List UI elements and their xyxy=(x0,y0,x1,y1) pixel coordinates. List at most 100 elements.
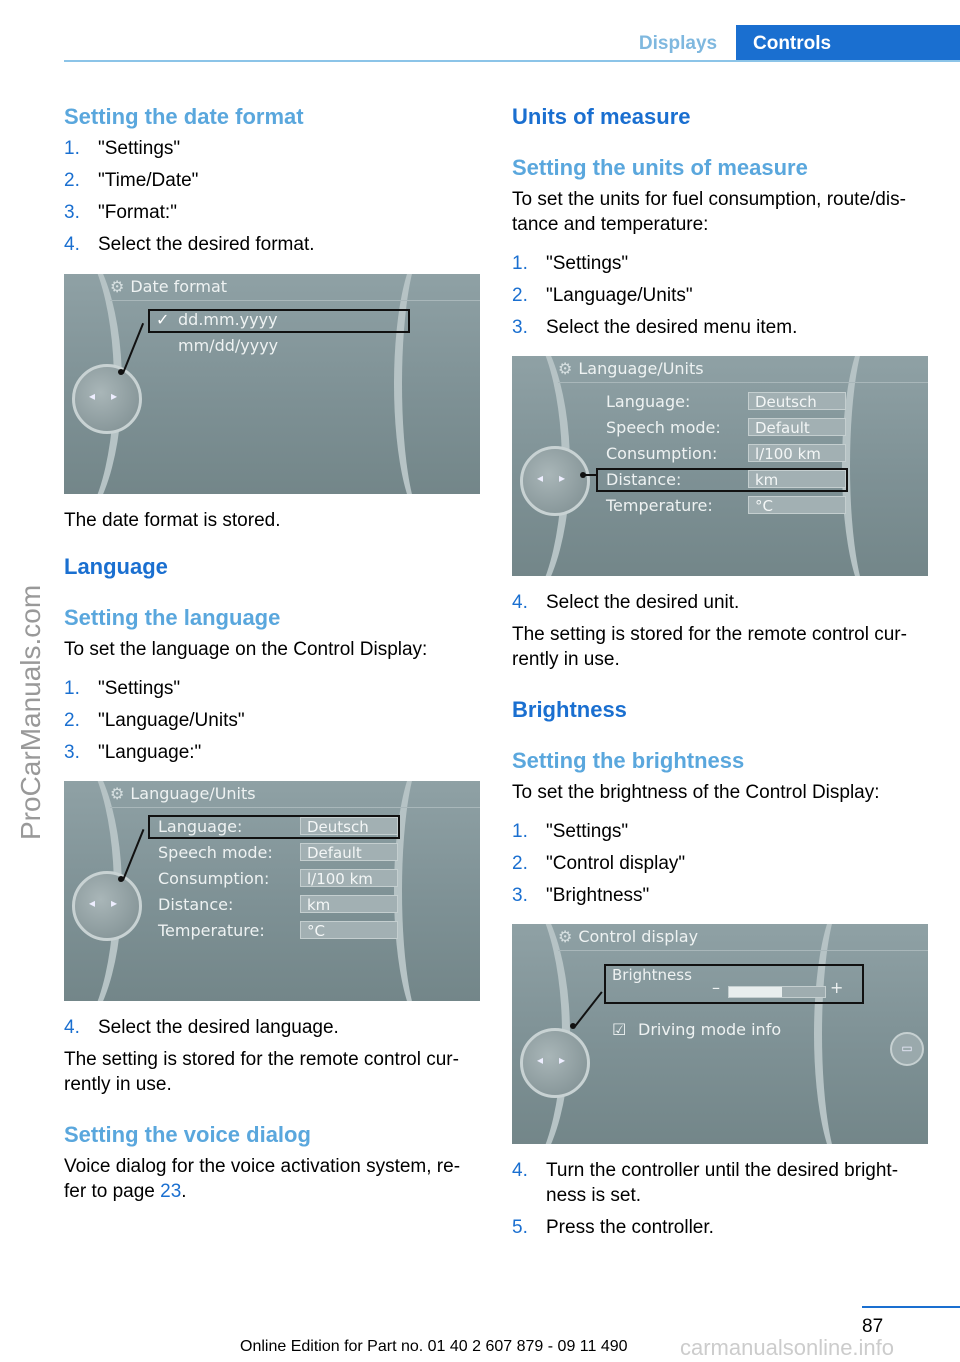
setting-label[interactable]: Language: xyxy=(158,817,243,836)
screen-title-text: Language/Units xyxy=(578,359,704,378)
step-number: 4. xyxy=(64,1017,80,1038)
setting-label[interactable]: Speech mode: xyxy=(606,418,721,437)
step-number: 2. xyxy=(512,853,528,874)
arrow-left-icon: ◂ xyxy=(89,389,96,403)
setting-value: Default xyxy=(300,843,398,862)
step-number: 4. xyxy=(512,592,528,613)
arrow-left-icon: ◂ xyxy=(537,471,544,485)
step-text: "Control display" xyxy=(546,853,686,874)
step-text: "Settings" xyxy=(98,678,181,699)
list-item: 2. "Control display" xyxy=(512,851,928,876)
screen-title: ⚙Control display xyxy=(558,924,928,951)
setting-value: Default xyxy=(748,418,846,437)
plus-icon[interactable]: + xyxy=(830,978,844,997)
pointer-line xyxy=(574,991,603,1028)
list-item: 1."Settings" xyxy=(512,251,928,276)
setting-label[interactable]: Language: xyxy=(606,392,691,411)
step-number: 1. xyxy=(512,821,528,842)
step-text: "Time/Date" xyxy=(98,170,199,191)
setting-value: km xyxy=(748,470,846,489)
list-item: 3."Brightness" xyxy=(512,883,928,908)
language-steps: 1."Settings" 2."Language/Units" 3."Langu… xyxy=(64,676,480,765)
language-result: The setting is stored for the remote con… xyxy=(64,1049,459,1095)
brightness-slider[interactable] xyxy=(728,986,826,998)
units-screen: ⚙Language/Units ◂▸ Language: Deutsch Spe… xyxy=(512,356,928,576)
language-section-title: Language xyxy=(64,554,168,579)
step-text: "Language/Units" xyxy=(546,285,693,306)
date-option-selected[interactable]: dd.mm.yyyy xyxy=(178,310,278,329)
side-watermark: ProCarManuals.com xyxy=(15,584,46,840)
right-column: Units of measure Setting the units of me… xyxy=(512,100,928,1247)
brightness-steps-continued: 4. Turn the controller until the desired … xyxy=(512,1158,928,1240)
list-item: 1. "Settings" xyxy=(512,819,928,844)
date-format-heading: Setting the date format xyxy=(64,104,304,129)
screen-frame-arc xyxy=(842,356,910,576)
left-column: Setting the date format 1."Settings" 2."… xyxy=(64,100,480,1204)
units-heading: Setting the units of measure xyxy=(512,155,808,180)
step-number: 3. xyxy=(64,742,80,763)
gear-icon: ⚙ xyxy=(558,359,573,378)
setting-value: l/100 km xyxy=(748,444,846,463)
controller-knob-icon: ◂▸ xyxy=(520,446,590,516)
units-steps-continued: 4.Select the desired unit. xyxy=(512,590,928,615)
step-number: 4. xyxy=(64,234,80,255)
step-text: Select the desired menu item. xyxy=(546,317,798,338)
list-item: 1."Settings" xyxy=(64,136,480,161)
step-text: Turn the controller until the desired br… xyxy=(546,1160,899,1206)
voice-dialog-text-body: Voice dialog for the voice activation sy… xyxy=(64,1156,461,1202)
brightness-steps: 1. "Settings" 2. "Control display" 3."Brig… xyxy=(512,819,928,908)
arrow-right-icon: ▸ xyxy=(559,1053,566,1067)
setting-label[interactable]: Consumption: xyxy=(606,444,718,463)
date-option[interactable]: mm/dd/yyyy xyxy=(178,336,279,355)
tab-displays[interactable]: Displays xyxy=(638,33,718,54)
setting-label[interactable]: Speech mode: xyxy=(158,843,273,862)
setting-value: °C xyxy=(748,496,846,515)
step-text: "Settings" xyxy=(546,253,629,274)
controller-knob-icon: ◂▸ xyxy=(520,1028,590,1098)
step-text: "Format:" xyxy=(98,202,177,223)
highlight-frame xyxy=(596,468,848,492)
list-item: 1."Settings" xyxy=(64,676,480,701)
step-number: 5. xyxy=(512,1217,528,1238)
setting-label[interactable]: Temperature: xyxy=(606,496,713,515)
language-steps-continued: 4. Select the desired language. xyxy=(64,1015,480,1040)
setting-label[interactable]: Temperature: xyxy=(158,921,265,940)
list-item: 3.Select the desired menu item. xyxy=(512,315,928,340)
screen-frame-arc xyxy=(394,274,462,494)
tab-controls[interactable]: Controls xyxy=(736,25,960,62)
checkbox-icon[interactable]: ☑ xyxy=(612,1020,627,1039)
step-text: "Settings" xyxy=(98,138,181,159)
arrow-right-icon: ▸ xyxy=(111,389,118,403)
controller-knob-icon: ◂▸ xyxy=(72,364,142,434)
option-button-icon[interactable]: ▭ xyxy=(890,1032,924,1066)
list-item: 4. Select the desired language. xyxy=(64,1015,480,1040)
setting-value: Deutsch xyxy=(300,817,398,836)
step-text: "Settings" xyxy=(546,821,629,842)
setting-value: l/100 km xyxy=(300,869,398,888)
pointer-dot xyxy=(118,876,124,882)
setting-label[interactable]: Distance: xyxy=(158,895,234,914)
driving-mode-info-item[interactable]: Driving mode info xyxy=(638,1020,782,1039)
setting-label[interactable]: Distance: xyxy=(606,470,682,489)
brightness-section-title: Brightness xyxy=(512,697,627,722)
step-text: Select the desired language. xyxy=(98,1017,339,1038)
step-text: "Brightness" xyxy=(546,885,650,906)
list-item: 3."Format:" xyxy=(64,200,480,225)
voice-dialog-text-end: . xyxy=(181,1181,187,1202)
pointer-line xyxy=(122,322,145,374)
arrow-right-icon: ▸ xyxy=(111,896,118,910)
gear-icon: ⚙ xyxy=(558,927,573,946)
language-screen: ⚙Language/Units ◂▸ Language: Deutsch Spe… xyxy=(64,781,480,1001)
brightness-item[interactable]: Brightness xyxy=(612,966,692,984)
gear-icon: ⚙ xyxy=(110,784,125,803)
list-item: 4.Select the desired format. xyxy=(64,232,480,257)
brightness-slider-fill xyxy=(729,987,782,997)
screen-title: ⚙Language/Units xyxy=(110,781,480,808)
page-reference-link[interactable]: 23 xyxy=(160,1181,182,1202)
screen-frame-arc xyxy=(814,924,882,1144)
arrow-left-icon: ◂ xyxy=(537,1053,544,1067)
date-format-steps: 1."Settings" 2."Time/Date" 3."Format:" 4… xyxy=(64,136,480,257)
setting-label[interactable]: Consumption: xyxy=(158,869,270,888)
minus-icon[interactable]: – xyxy=(712,978,720,997)
step-number: 4. xyxy=(512,1160,528,1181)
